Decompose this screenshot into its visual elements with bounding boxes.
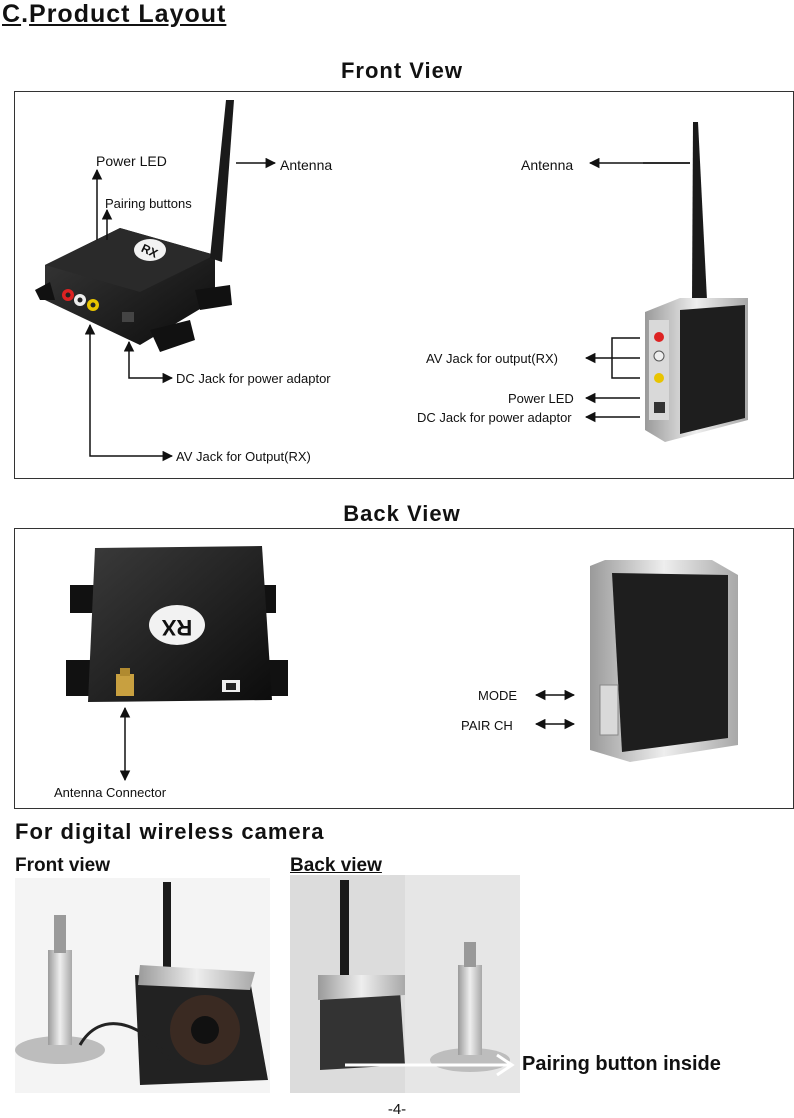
rx-box-back: RX bbox=[66, 546, 288, 702]
camera-heading: For digital wireless camera bbox=[15, 819, 325, 844]
rx-box-antenna bbox=[210, 100, 234, 262]
tower-front bbox=[645, 122, 748, 442]
camera-front-photo bbox=[15, 878, 270, 1093]
camera-back-photo bbox=[290, 875, 520, 1093]
section-heading: C.Product Layout bbox=[2, 0, 226, 29]
label-av-jack-box: AV Jack for Output(RX) bbox=[176, 449, 311, 464]
label-av-jack-tower: AV Jack for output(RX) bbox=[426, 351, 558, 366]
svg-text:RX: RX bbox=[139, 241, 160, 261]
section-letter: C bbox=[2, 0, 22, 28]
camera-front-view-label: Front view bbox=[15, 855, 111, 876]
section-title: Product Layout bbox=[29, 0, 227, 28]
label-antenna-tower: Antenna bbox=[521, 157, 574, 173]
back-view-title: Back View bbox=[343, 501, 461, 526]
label-antenna-box: Antenna bbox=[280, 157, 333, 173]
label-antenna-connector: Antenna Connector bbox=[54, 785, 167, 800]
section-dot: . bbox=[21, 0, 30, 28]
label-mode: MODE bbox=[478, 688, 517, 703]
label-power-led: Power LED bbox=[96, 153, 167, 169]
label-dc-jack-tower: DC Jack for power adaptor bbox=[417, 410, 572, 425]
svg-text:RX: RX bbox=[161, 615, 192, 640]
label-pair-ch: PAIR CH bbox=[461, 718, 513, 733]
tower-back bbox=[590, 560, 738, 762]
label-pairing-buttons: Pairing buttons bbox=[105, 196, 192, 211]
front-view-title: Front View bbox=[340, 58, 464, 83]
page-number: -4- bbox=[387, 1101, 407, 1118]
label-dc-jack-box: DC Jack for power adaptor bbox=[176, 371, 331, 386]
label-pairing-button-inside: Pairing button inside bbox=[522, 1053, 721, 1075]
camera-back-view-label: Back view bbox=[290, 855, 382, 876]
label-power-led-tower: Power LED bbox=[508, 391, 574, 406]
